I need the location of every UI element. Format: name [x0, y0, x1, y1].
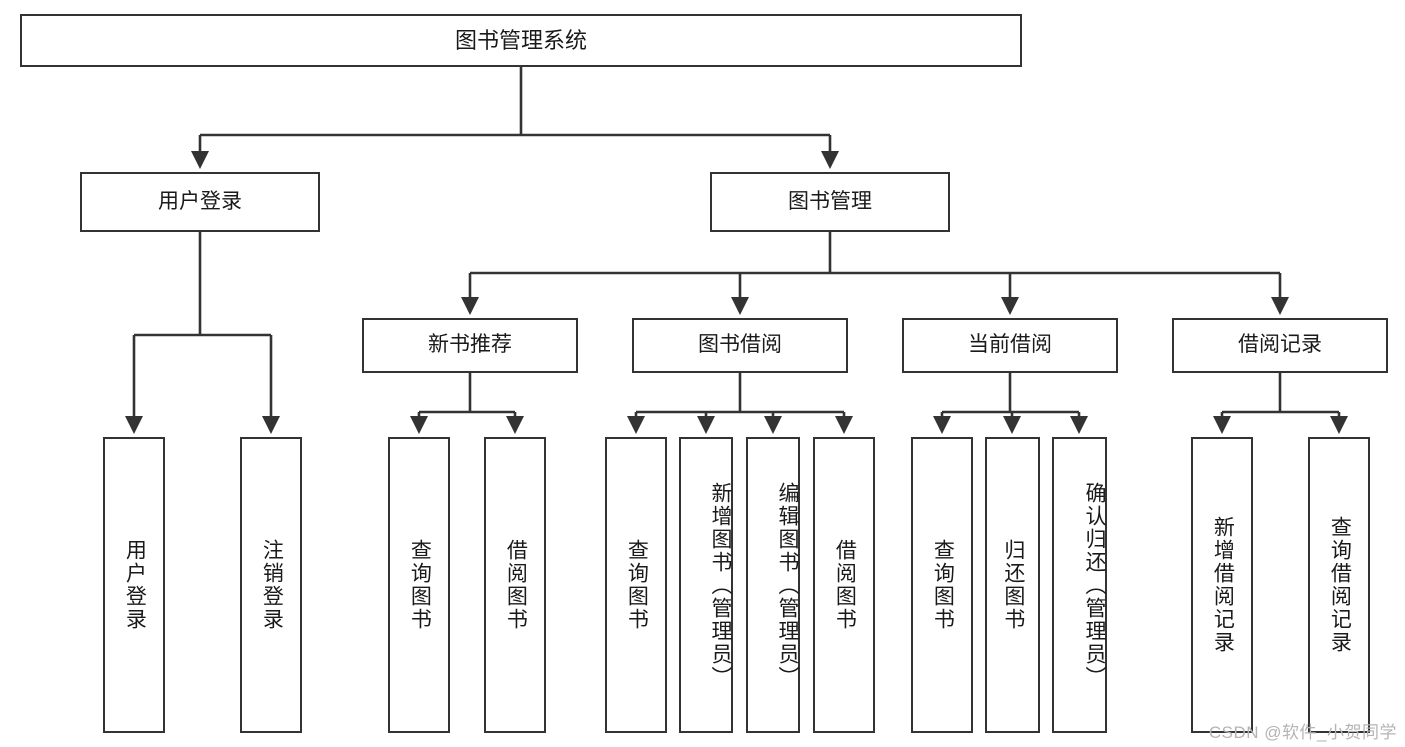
node-book-management[interactable]: 图书管理 [710, 172, 950, 232]
leaf-query-borrow-record[interactable]: 查询借阅记录 [1308, 437, 1370, 733]
leaf-borrow-book-label: 借阅图书 [833, 539, 857, 631]
leaf-user-login-label: 用户登录 [123, 539, 147, 631]
leaf-new-book-borrow-label: 借阅图书 [504, 539, 528, 631]
leaf-borrow-book[interactable]: 借阅图书 [813, 437, 875, 733]
node-borrow-record-label: 借阅记录 [1238, 333, 1322, 357]
leaf-edit-book-admin[interactable]: 编辑图书（管理员） [746, 437, 800, 733]
node-current-borrow-label: 当前借阅 [968, 333, 1052, 357]
leaf-add-borrow-record-label: 新增借阅记录 [1211, 516, 1235, 654]
leaf-confirm-return-admin[interactable]: 确认归还（管理员） [1052, 437, 1107, 733]
node-new-book-recommend-label: 新书推荐 [428, 333, 512, 357]
node-book-borrow-label: 图书借阅 [698, 333, 782, 357]
leaf-query-borrow-record-label: 查询借阅记录 [1328, 516, 1352, 654]
node-root[interactable]: 图书管理系统 [20, 14, 1022, 67]
node-user-login[interactable]: 用户登录 [80, 172, 320, 232]
leaf-current-query[interactable]: 查询图书 [911, 437, 973, 733]
leaf-borrow-query-label: 查询图书 [625, 539, 649, 631]
leaf-add-book-admin-label: 新增图书（管理员） [709, 481, 732, 689]
node-book-borrow[interactable]: 图书借阅 [632, 318, 848, 373]
leaf-user-logout-label: 注销登录 [260, 539, 284, 631]
node-current-borrow[interactable]: 当前借阅 [902, 318, 1118, 373]
leaf-add-book-admin[interactable]: 新增图书（管理员） [679, 437, 733, 733]
leaf-new-book-borrow[interactable]: 借阅图书 [484, 437, 546, 733]
watermark: CSDN @软件_小贺同学 [1208, 723, 1397, 742]
leaf-current-query-label: 查询图书 [931, 539, 955, 631]
leaf-add-borrow-record[interactable]: 新增借阅记录 [1191, 437, 1253, 733]
leaf-return-book[interactable]: 归还图书 [985, 437, 1040, 733]
node-root-label: 图书管理系统 [454, 27, 587, 53]
leaf-new-book-query[interactable]: 查询图书 [388, 437, 450, 733]
leaf-new-book-query-label: 查询图书 [408, 539, 432, 631]
node-user-login-label: 用户登录 [158, 189, 242, 213]
node-book-management-label: 图书管理 [788, 189, 872, 213]
leaf-return-book-label: 归还图书 [1001, 539, 1025, 631]
leaf-user-login[interactable]: 用户登录 [103, 437, 165, 733]
leaf-confirm-return-admin-label: 确认归还（管理员） [1083, 481, 1106, 689]
leaf-borrow-query[interactable]: 查询图书 [605, 437, 667, 733]
node-borrow-record[interactable]: 借阅记录 [1172, 318, 1388, 373]
leaf-edit-book-admin-label: 编辑图书（管理员） [776, 481, 799, 689]
node-new-book-recommend[interactable]: 新书推荐 [362, 318, 578, 373]
leaf-user-logout[interactable]: 注销登录 [240, 437, 302, 733]
